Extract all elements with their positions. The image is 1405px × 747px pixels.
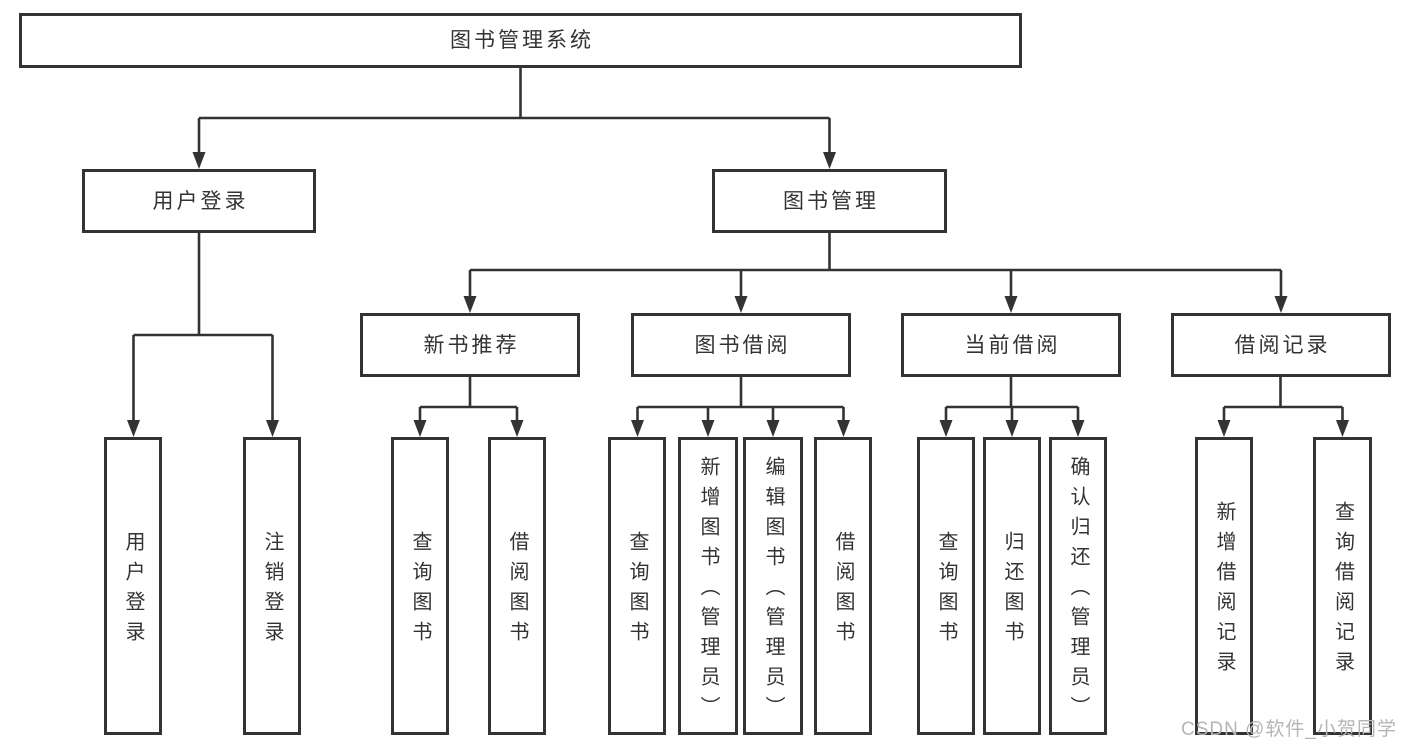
leaf-borrow-book-recommend: 借阅图书 xyxy=(488,437,546,735)
leaf-query-book-recommend: 查询图书 xyxy=(391,437,449,735)
node-label: 借阅图书 xyxy=(506,531,528,651)
node-label: 查询图书 xyxy=(409,531,431,651)
leaf-add-book-admin: 新增图书（管理员） xyxy=(678,437,738,735)
leaf-logout: 注销登录 xyxy=(243,437,301,735)
node-label: 用户登录 xyxy=(122,531,144,651)
node-label: 图书管理系统 xyxy=(450,29,594,52)
node-root: 图书管理系统 xyxy=(19,13,1022,68)
watermark: CSDN @软件_小贺同学 xyxy=(1181,719,1397,740)
leaf-edit-book-admin: 编辑图书（管理员） xyxy=(743,437,803,735)
node-new-book-recommend: 新书推荐 xyxy=(360,313,580,377)
node-label: 编辑图书（管理员） xyxy=(762,456,784,726)
leaf-return-book: 归还图书 xyxy=(983,437,1041,735)
node-label: 注销登录 xyxy=(261,531,283,651)
leaf-borrow-book: 借阅图书 xyxy=(814,437,872,735)
node-label: 查询借阅记录 xyxy=(1331,501,1354,681)
node-borrow-records: 借阅记录 xyxy=(1171,313,1391,377)
node-label: 借阅记录 xyxy=(1234,333,1331,357)
node-label: 新书推荐 xyxy=(423,333,520,357)
node-book-borrow: 图书借阅 xyxy=(631,313,851,377)
node-label: 图书借阅 xyxy=(694,333,791,357)
node-label: 新增图书（管理员） xyxy=(697,456,719,726)
leaf-query-book-current: 查询图书 xyxy=(917,437,975,735)
leaf-query-borrow-record: 查询借阅记录 xyxy=(1313,437,1372,735)
node-book-management: 图书管理 xyxy=(712,169,947,233)
leaf-add-borrow-record: 新增借阅记录 xyxy=(1195,437,1253,735)
leaf-confirm-return-admin: 确认归还（管理员） xyxy=(1049,437,1107,735)
node-current-borrow: 当前借阅 xyxy=(901,313,1121,377)
node-label: 借阅图书 xyxy=(832,531,854,651)
node-label: 确认归还（管理员） xyxy=(1067,456,1089,726)
leaf-query-book-borrow: 查询图书 xyxy=(608,437,666,735)
leaf-user-login: 用户登录 xyxy=(104,437,162,735)
node-label: 图书管理 xyxy=(783,189,879,213)
node-label: 查询图书 xyxy=(935,531,957,651)
node-label: 查询图书 xyxy=(626,531,648,651)
node-label: 归还图书 xyxy=(1001,531,1023,651)
node-user-login: 用户登录 xyxy=(82,169,316,233)
node-label: 当前借阅 xyxy=(964,333,1061,357)
node-label: 用户登录 xyxy=(152,189,249,213)
node-label: 新增借阅记录 xyxy=(1213,501,1235,681)
